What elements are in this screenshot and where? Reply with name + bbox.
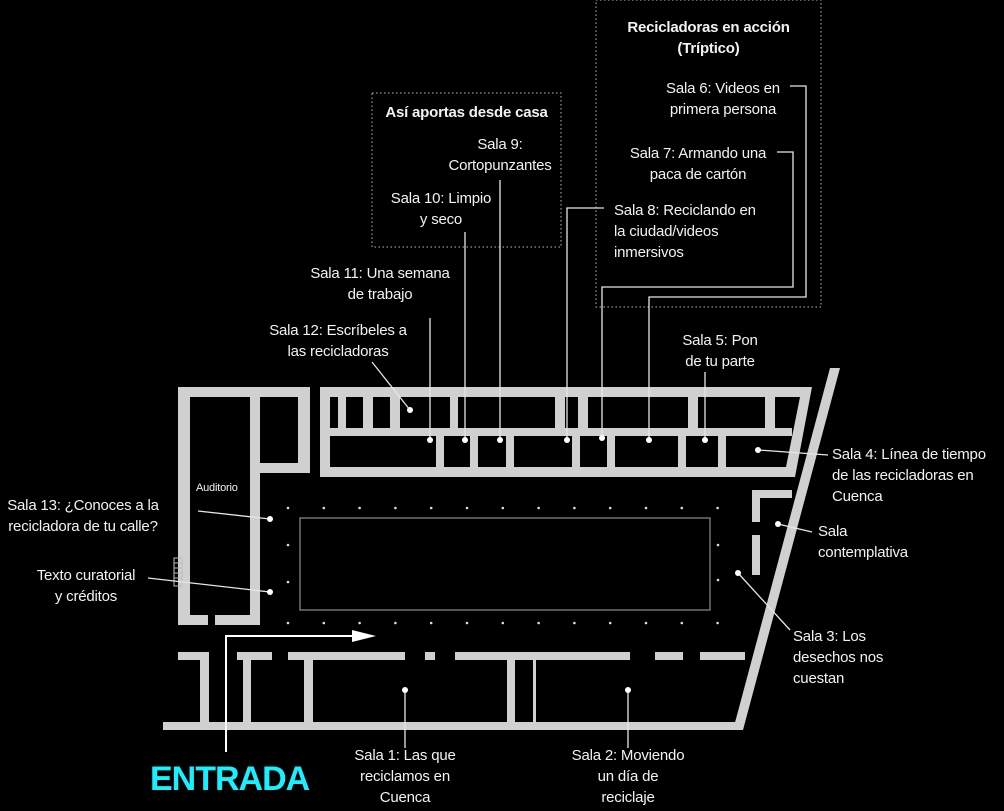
room-label-sala5: Sala 5: Pon de tu parte <box>682 332 758 370</box>
entrance-arrow-icon <box>225 630 376 752</box>
pillar <box>573 621 576 625</box>
pillar <box>537 621 540 625</box>
pillar <box>322 506 326 510</box>
group-title-action: Recicladoras en acción (Tríptico) <box>627 19 790 57</box>
pillars <box>286 506 720 625</box>
pillar <box>537 506 540 510</box>
pillar <box>573 506 576 510</box>
group-box-action <box>595 0 822 308</box>
room-label-auditorio: Auditorio <box>196 482 238 494</box>
pillar <box>286 506 290 510</box>
pillar <box>394 621 397 625</box>
walls <box>163 368 840 730</box>
pillar <box>286 543 290 547</box>
pillar <box>429 506 433 510</box>
pillar <box>501 621 505 625</box>
pillar <box>644 621 648 625</box>
room-label-sala4: Sala 4: Línea de tiempo de las reciclado… <box>832 446 986 505</box>
central-hall <box>299 517 711 611</box>
room-label-sala3: Sala 3: Los desechos nos cuestan <box>793 628 884 687</box>
pillar <box>358 621 361 625</box>
pillar <box>394 506 397 510</box>
room-label-curatorial: Texto curatorial y créditos <box>36 567 136 605</box>
group-box-home <box>371 92 562 248</box>
entrance-label: ENTRADA <box>150 760 310 798</box>
pillar <box>716 543 720 547</box>
room-label-sala6: Sala 6: Videos en primera persona <box>666 80 780 118</box>
room-label-sala1: Sala 1: Las que reciclamos en Cuenca <box>354 747 456 806</box>
leader-lines <box>147 85 829 748</box>
pillar <box>322 621 326 625</box>
pillar <box>608 506 612 510</box>
pillar <box>680 621 684 625</box>
pillar <box>644 506 648 510</box>
pillar <box>501 506 505 510</box>
room-label-contemplativa: Sala contemplativa <box>818 523 908 561</box>
group-title-home: Así aportas desde casa <box>385 104 548 121</box>
stairs-icon <box>173 557 183 587</box>
pillar <box>465 621 469 625</box>
room-label-sala12: Sala 12: Escríbeles a las recicladoras <box>269 322 407 360</box>
pillar <box>680 506 684 510</box>
pillar <box>716 506 719 510</box>
room-label-sala13: Sala 13: ¿Conoces a la recicladora de tu… <box>7 497 159 535</box>
room-label-sala8: Sala 8: Reciclando en la ciudad/videos i… <box>614 202 756 261</box>
pillar <box>286 580 290 584</box>
pillar <box>286 621 290 625</box>
pillar <box>716 621 719 625</box>
pillar <box>429 621 433 625</box>
room-label-sala2: Sala 2: Moviendo un día de reciclaje <box>571 747 685 806</box>
room-label-sala9: Sala 9: Cortopunzantes <box>448 136 552 174</box>
room-label-sala7: Sala 7: Armando una paca de cartón <box>629 145 767 183</box>
pillar <box>465 506 469 510</box>
room-label-sala10: Sala 10: Limpio y seco <box>390 190 492 228</box>
room-label-sala11: Sala 11: Una semana de trabajo <box>310 265 450 303</box>
room-markers <box>267 407 781 693</box>
pillar <box>608 621 612 625</box>
pillar <box>358 506 361 510</box>
pillar <box>716 578 720 582</box>
